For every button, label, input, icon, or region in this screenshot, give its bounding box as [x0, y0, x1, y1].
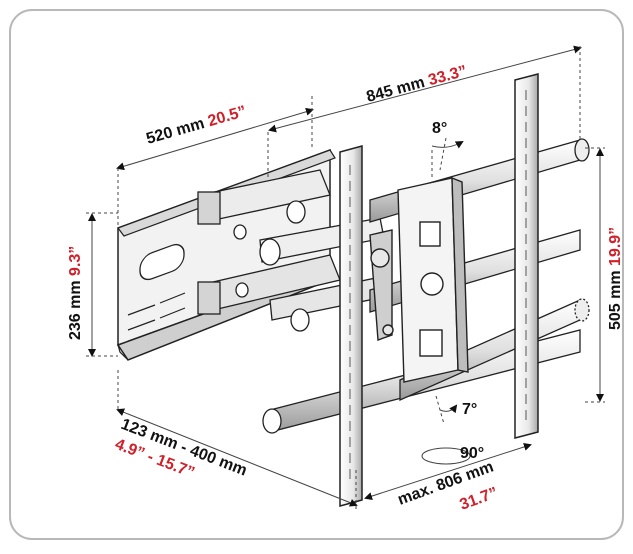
dimension-lines — [86, 45, 605, 512]
label-tilt-down: 7° — [462, 401, 477, 418]
center-tilt-plate — [369, 176, 469, 383]
label-505: 505 mm 19.9” — [607, 227, 624, 330]
label-236: 236 mm 9.3” — [67, 246, 84, 340]
label-swivel: 90° — [460, 445, 484, 462]
label-tilt-up: 8° — [432, 120, 447, 137]
